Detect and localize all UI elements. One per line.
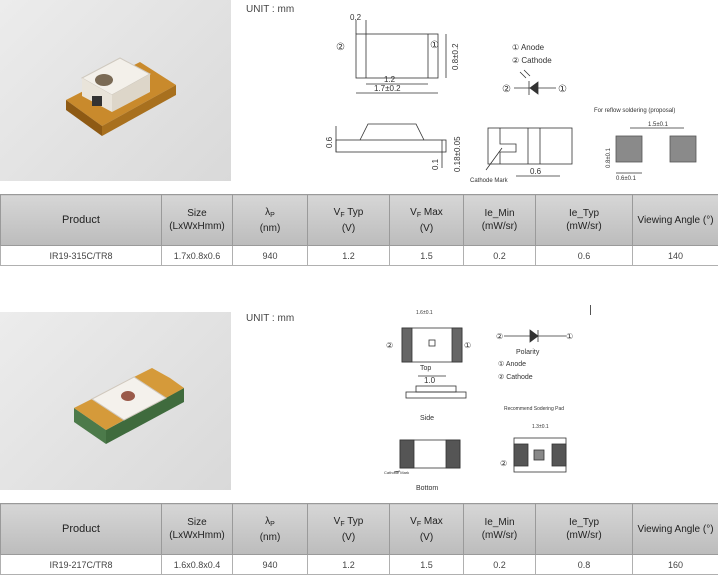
cell-product: IR19-217C/TR8 [0, 554, 162, 575]
polarity-pin2: ② [496, 332, 503, 341]
cell-size: 1.7x0.8x0.6 [161, 245, 233, 266]
cell-lambda: 940 [232, 554, 308, 575]
unit-label: UNIT : mm [246, 313, 295, 324]
cell-product: IR19-315C/TR8 [0, 245, 162, 266]
header-ie-typ: Ie_Typ(mW/sr) [535, 503, 633, 555]
cell-vf-max: 1.5 [389, 554, 464, 575]
side-dim: 1.0 [424, 376, 436, 385]
header-ie-typ: Ie_Typ(mW/sr) [535, 194, 633, 246]
table-row: IR19-217C/TR8 1.6x0.8x0.4 940 1.2 1.5 0.… [0, 554, 718, 575]
table-header-row: Product Size(LxWxHmm) λP(nm) VF Typ(V) V… [0, 503, 718, 555]
reflow-dim-0-6: 0.6±0.1 [616, 176, 637, 182]
legend-cathode: ② Cathode [512, 56, 552, 65]
spec-table-2: Product Size(LxWxHmm) λP(nm) VF Typ(V) V… [0, 503, 718, 575]
pad-dim: 1.3±0.1 [532, 424, 549, 430]
header-vf-typ: VF Typ(V) [307, 503, 390, 555]
header-viewing-angle: Viewing Angle (°) [632, 194, 718, 246]
header-lambda: λP(nm) [232, 503, 308, 555]
legend-pin1: ① [558, 84, 567, 95]
led-package-image [74, 368, 184, 444]
pin1-top: ① [430, 40, 439, 51]
header-viewing-angle: Viewing Angle (°) [632, 503, 718, 555]
reflow-title: For reflow soldering (proposal) [594, 108, 675, 114]
pad-pin2: ② [500, 459, 507, 468]
header-vf-typ: VF Typ(V) [307, 194, 390, 246]
dim-0-1: 0.1 [431, 158, 440, 170]
reflow-dim-1-5: 1.5±0.1 [648, 122, 669, 128]
spec-table-1: Product Size(LxWxHmm) λP(nm) VF Typ(V) V… [0, 194, 718, 266]
cell-ie-typ: 0.8 [535, 554, 633, 575]
header-ie-min: Ie_Min(mW/sr) [463, 503, 536, 555]
header-product: Product [0, 194, 162, 246]
cell-vf-typ: 1.2 [307, 554, 390, 575]
dim-1-7: 1.7±0.2 [374, 84, 401, 93]
cell-viewing-angle: 140 [632, 245, 718, 266]
pin2-top: ② [386, 341, 393, 350]
led-package-image [66, 57, 176, 136]
bottom-label: Bottom [416, 485, 438, 492]
cell-size: 1.6x0.8x0.4 [161, 554, 233, 575]
polarity-pin1: ① [566, 332, 573, 341]
top-label: Top [420, 365, 431, 372]
side-label: Side [420, 415, 434, 422]
cell-ie-min: 0.2 [463, 554, 536, 575]
table-row: IR19-315C/TR8 1.7x0.8x0.6 940 1.2 1.5 0.… [0, 245, 718, 266]
polarity-cathode: ② Cathode [498, 373, 533, 381]
legend-anode: ① Anode [512, 43, 545, 52]
product-photo-ir19-217c [0, 312, 231, 490]
dim-0-6b: 0.6 [530, 167, 542, 176]
divider-mark [590, 305, 591, 315]
header-vf-max: VF Max(V) [389, 194, 464, 246]
header-product: Product [0, 503, 162, 555]
legend-pin2: ② [502, 84, 511, 95]
cell-lambda: 940 [232, 245, 308, 266]
polarity-anode: ① Anode [498, 360, 526, 368]
top-dim: 1.6±0.1 [416, 310, 433, 316]
cell-vf-typ: 1.2 [307, 245, 390, 266]
dimension-drawing-1: 0.2 ② ① 1.2 1.7±0.2 0.8±0.2 ① Anode ② Ca… [325, 13, 697, 184]
cell-viewing-angle: 160 [632, 554, 718, 575]
pad-title: Recommend Sodering Pad [504, 406, 564, 412]
cathode-mark-label: Cathode Mark [384, 470, 409, 475]
dim-0-8: 0.8±0.2 [451, 43, 460, 70]
dim-0-2: 0.2 [350, 13, 362, 22]
dimension-drawing-2: 1.6±0.1 ② ① Top 1.0 Side Cathode Mark Bo… [384, 310, 573, 492]
header-ie-min: Ie_Min(mW/sr) [463, 194, 536, 246]
cell-ie-min: 0.2 [463, 245, 536, 266]
pin1-top: ① [464, 341, 471, 350]
table-header-row: Product Size(LxWxHmm) λP(nm) VF Typ(V) V… [0, 194, 718, 246]
cell-ie-typ: 0.6 [535, 245, 633, 266]
dim-0-18: 0.18±0.05 [453, 136, 462, 172]
dim-0-6: 0.6 [325, 136, 334, 148]
header-size: Size(LxWxHmm) [161, 503, 233, 555]
cathode-mark-label: Cathode Mark [470, 178, 509, 184]
header-vf-max: VF Max(V) [389, 503, 464, 555]
polarity-title: Polarity [516, 349, 540, 356]
unit-label: UNIT : mm [246, 4, 295, 15]
cell-vf-max: 1.5 [389, 245, 464, 266]
dim-1-2: 1.2 [384, 75, 396, 84]
header-lambda: λP(nm) [232, 194, 308, 246]
pin2-top: ② [336, 42, 345, 53]
header-size: Size(LxWxHmm) [161, 194, 233, 246]
product-photo-ir19-315c [0, 0, 231, 181]
reflow-dim-0-8: 0.8±0.1 [606, 147, 612, 168]
